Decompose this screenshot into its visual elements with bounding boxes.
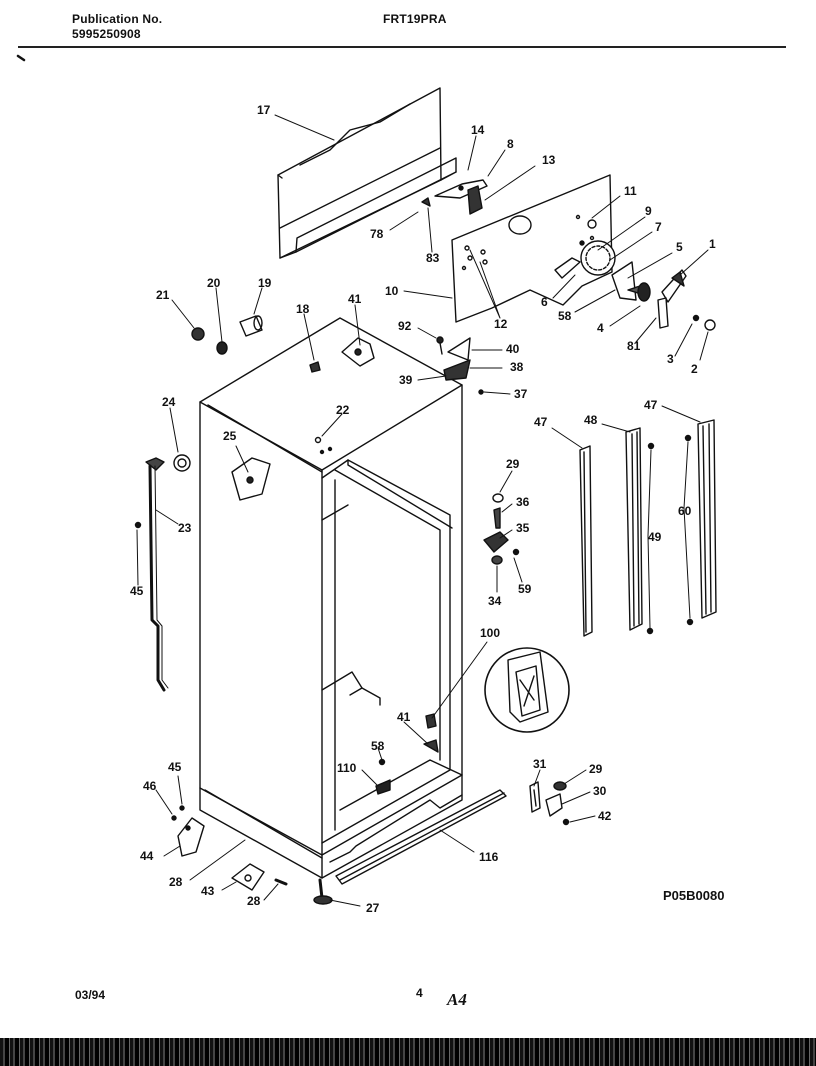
part-leveler — [231, 863, 333, 905]
callout-45-left: 45 — [130, 584, 144, 598]
callout-31: 31 — [533, 757, 547, 771]
callout-18: 18 — [296, 302, 310, 316]
part-hinge-top — [309, 336, 484, 395]
leader-lines — [136, 114, 709, 907]
callout-83: 83 — [426, 251, 440, 265]
callout-47-right: 47 — [644, 398, 658, 412]
part-grommets-19-21 — [191, 315, 263, 355]
part-base-rail-116 — [335, 789, 507, 885]
callout-30: 30 — [593, 784, 607, 798]
callout-42: 42 — [598, 809, 612, 823]
callout-58-top: 58 — [558, 309, 572, 323]
part-trim-strips — [579, 419, 717, 637]
callout-24: 24 — [162, 395, 176, 409]
callout-81: 81 — [627, 339, 641, 353]
callout-19: 19 — [258, 276, 272, 290]
callout-58-bottom: 58 — [371, 739, 385, 753]
part-rod-23 — [134, 454, 191, 692]
callout-45-bottom: 45 — [168, 760, 182, 774]
callout-8: 8 — [507, 137, 514, 151]
callout-29-bottom: 29 — [589, 762, 603, 776]
callout-28-right: 28 — [247, 894, 261, 908]
callout-34: 34 — [488, 594, 502, 608]
callout-46: 46 — [143, 779, 157, 793]
callout-38: 38 — [510, 360, 524, 374]
callout-40: 40 — [506, 342, 520, 356]
callout-5: 5 — [676, 240, 683, 254]
callout-27: 27 — [366, 901, 380, 915]
cabinet-body — [199, 317, 463, 879]
callout-60: 60 — [678, 504, 692, 518]
footer-section: A4 — [447, 990, 467, 1009]
scan-mark — [16, 54, 26, 62]
publication-number: 5995250908 — [72, 27, 141, 41]
callout-17: 17 — [257, 103, 271, 117]
footer-date: 03/94 — [75, 988, 106, 1002]
callout-3: 3 — [667, 352, 674, 366]
callout-47-left: 47 — [534, 415, 548, 429]
callout-6: 6 — [541, 295, 548, 309]
callout-29-top: 29 — [506, 457, 520, 471]
callout-44: 44 — [140, 849, 154, 863]
publication-label: Publication No. — [72, 12, 163, 26]
callout-20: 20 — [207, 276, 221, 290]
callout-116: 116 — [479, 850, 499, 864]
callout-12: 12 — [494, 317, 508, 331]
callout-41-bottom: 41 — [397, 710, 411, 724]
scan-border — [0, 1038, 816, 1066]
callout-21: 21 — [156, 288, 170, 302]
callout-100: 100 — [480, 626, 501, 640]
callout-49: 49 — [648, 530, 662, 544]
part-bracket-25 — [231, 436, 333, 501]
callout-1: 1 — [709, 237, 716, 251]
callout-13: 13 — [542, 153, 556, 167]
part-bracket-44 — [171, 805, 205, 857]
callout-78: 78 — [370, 227, 384, 241]
callout-92: 92 — [398, 319, 412, 333]
diagram-code: P05B0080 — [663, 888, 725, 903]
model-number: FRT19PRA — [383, 12, 447, 26]
callout-10: 10 — [385, 284, 399, 298]
callout-2: 2 — [691, 362, 698, 376]
part-stop-35 — [483, 493, 520, 565]
callout-14: 14 — [471, 123, 485, 137]
callout-39: 39 — [399, 373, 413, 387]
callout-59: 59 — [518, 582, 532, 596]
callout-43: 43 — [201, 884, 215, 898]
callout-37: 37 — [514, 387, 528, 401]
callout-28-left: 28 — [169, 875, 183, 889]
callout-22: 22 — [336, 403, 350, 417]
callout-36: 36 — [516, 495, 530, 509]
part-bracket-14 — [421, 179, 488, 215]
callout-23: 23 — [178, 521, 192, 535]
callout-48: 48 — [584, 413, 598, 427]
callout-11: 11 — [624, 184, 637, 198]
callout-9: 9 — [645, 204, 652, 218]
header-rule — [18, 46, 786, 48]
part-inset-detail-100 — [425, 647, 570, 733]
part-cover-17 — [277, 87, 457, 259]
part-panel-10 — [451, 174, 613, 323]
callout-35: 35 — [516, 521, 530, 535]
callout-25: 25 — [223, 429, 237, 443]
footer-page-number: 4 — [416, 986, 423, 1000]
callout-41-top: 41 — [348, 292, 362, 306]
callout-110: 110 — [337, 761, 357, 775]
callout-4: 4 — [597, 321, 604, 335]
part-hinge-bottom — [529, 781, 570, 826]
part-fan-motor — [554, 219, 716, 331]
callout-7: 7 — [655, 220, 662, 234]
